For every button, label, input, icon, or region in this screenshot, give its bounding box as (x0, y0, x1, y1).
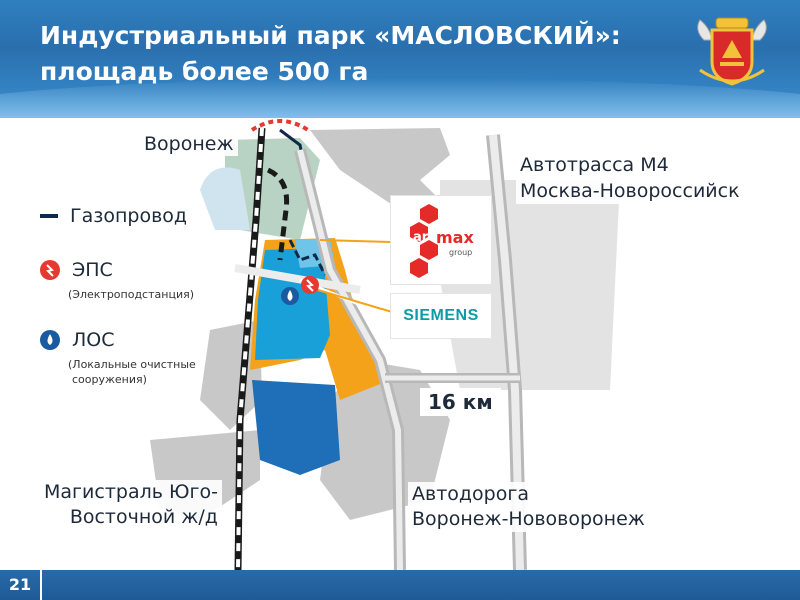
legend-los: ЛОС (40, 329, 115, 351)
legend-eps-desc: (Электроподстанция) (68, 288, 194, 301)
legend-gas-label: Газопровод (70, 205, 188, 227)
armax-max: max (436, 228, 474, 247)
road-line-2: Воронеж-Нововоронеж (412, 508, 645, 530)
green-zone (225, 138, 320, 240)
road-label: Автодорога Воронеж-Нововоронеж (408, 482, 649, 532)
pipeline-legend-icon (40, 214, 58, 218)
blue-zone-south (252, 380, 340, 475)
distance-label: 16 км (420, 388, 501, 416)
armax-logo: ar max group (390, 195, 492, 285)
road-line-1: Автодорога (412, 483, 529, 505)
railway-line-2: Восточной ж/д (69, 506, 218, 528)
eps-legend-icon (40, 260, 60, 280)
m4-line-1: Автотрасса М4 (520, 154, 669, 176)
slide-header (0, 0, 800, 118)
legend-gas-pipeline: Газопровод (40, 205, 187, 227)
legend-los-desc: (Локальные очистные сооружения) (68, 357, 196, 387)
legend-eps-label: ЭПС (72, 259, 113, 281)
title-line-1: Индустриальный парк «МАСЛОВСКИЙ»: (40, 21, 621, 50)
legend-eps: ЭПС (40, 259, 113, 281)
armax-hexagons-icon (410, 204, 438, 278)
m4-line-2: Москва-Новороссийск (520, 180, 740, 202)
slide-title: Индустриальный парк «МАСЛОВСКИЙ»: площад… (40, 18, 680, 90)
railway-line-1: Магистраль Юго- (44, 481, 218, 503)
land-parcel (320, 360, 450, 520)
legend-los-label: ЛОС (72, 329, 115, 351)
los-legend-icon (40, 330, 60, 350)
railway-label: Магистраль Юго- Восточной ж/д (40, 480, 222, 530)
page-number: 21 (0, 570, 42, 600)
los-desc-line-1: (Локальные очистные (68, 358, 196, 371)
railway-dash (236, 127, 264, 570)
water-zone (200, 167, 250, 230)
m4-label: Автотрасса М4 Москва-Новороссийск (516, 152, 744, 204)
header-sheen (0, 78, 800, 118)
coat-of-arms-icon (697, 17, 767, 86)
siemens-logo: SIEMENS (390, 293, 492, 339)
land-parcel (310, 128, 450, 210)
voronezh-label: Воронеж (140, 132, 238, 156)
slide-footer (0, 570, 800, 600)
title-line-2: площадь более 500 га (40, 57, 369, 86)
los-desc-line-2: сооружения) (72, 373, 147, 386)
armax-group: group (449, 248, 473, 257)
armax-ar: ar (413, 230, 429, 245)
